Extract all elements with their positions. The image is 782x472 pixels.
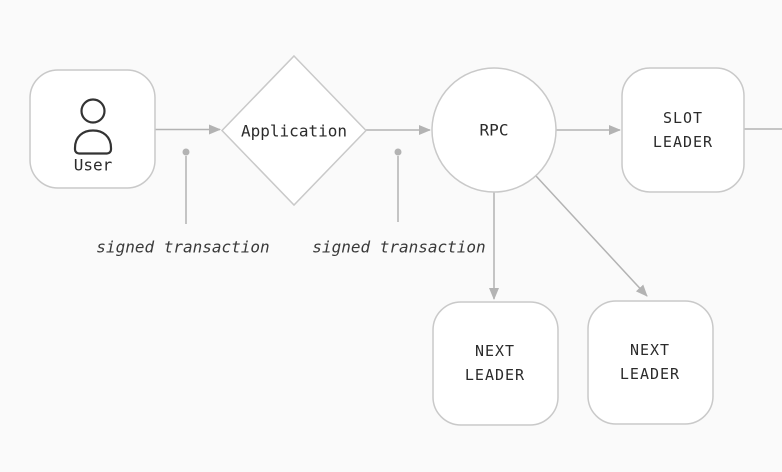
node-next-leader-1: NEXT LEADER	[432, 301, 559, 426]
node-rpc: RPC	[431, 67, 557, 193]
slot-leader-label-line1: SLOT	[663, 109, 703, 127]
arrow-rpc-to-next-leader-2	[535, 175, 648, 297]
slot-leader-label-line2: LEADER	[653, 133, 713, 151]
annotation-dot-1	[182, 148, 190, 156]
slot-leader-box	[621, 67, 745, 193]
next-leader-1-label-line1: NEXT	[475, 342, 515, 360]
node-next-leader-2: NEXT LEADER	[587, 300, 714, 425]
rpc-circle	[431, 67, 557, 193]
next-leader-1-box	[432, 301, 559, 426]
person-icon	[73, 98, 113, 155]
next-leader-2-label-line1: NEXT	[630, 341, 670, 359]
node-user: User	[29, 69, 156, 189]
application-diamond	[220, 54, 368, 207]
next-leader-2-label-line2: LEADER	[620, 365, 680, 383]
node-application: Application	[220, 54, 368, 207]
node-slot-leader: SLOT LEADER	[621, 67, 745, 193]
user-box	[29, 69, 156, 189]
signed-transaction-label-1: signed transaction	[96, 238, 269, 257]
next-leader-1-label-line2: LEADER	[465, 366, 525, 384]
annotation-dot-2	[394, 148, 402, 156]
user-label: User	[74, 156, 113, 175]
rpc-label: RPC	[480, 121, 509, 140]
signed-transaction-label-2: signed transaction	[312, 238, 485, 257]
next-leader-2-box	[587, 300, 714, 425]
application-label: Application	[241, 122, 347, 141]
